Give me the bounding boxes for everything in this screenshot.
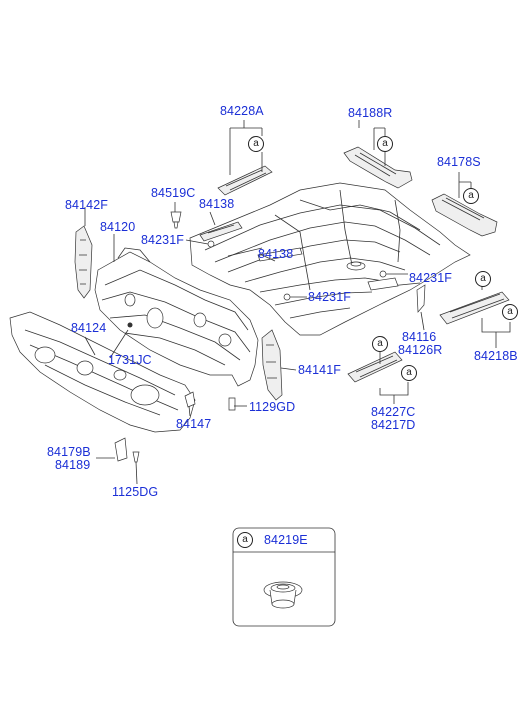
ref-mark-84218B-lower: a (502, 304, 518, 320)
ref-mark-84218B-upper: a (475, 271, 491, 287)
label-84219E[interactable]: 84219E (264, 533, 308, 547)
label-84124[interactable]: 84124 (71, 321, 107, 335)
label-84142F[interactable]: 84142F (65, 198, 108, 212)
label-84227C[interactable]: 84227C (371, 405, 416, 419)
ref-mark-detail: a (237, 532, 253, 548)
label-84189[interactable]: 84189 (55, 458, 91, 472)
ref-mark-84178S: a (463, 188, 479, 204)
label-84217D[interactable]: 84217D (371, 418, 416, 432)
label-1125DG[interactable]: 1125DG (112, 485, 159, 499)
label-84178S[interactable]: 84178S (437, 155, 481, 169)
grommet-84147 (184, 391, 196, 408)
screw-1125DG (132, 451, 140, 463)
dash-panel (94, 247, 259, 387)
side-pad-left (74, 225, 93, 299)
label-84126R[interactable]: 84126R (398, 343, 443, 357)
label-1731JC[interactable]: 1731JC (108, 353, 152, 367)
label-84179B[interactable]: 84179B (47, 445, 91, 459)
ref-mark-84188R: a (377, 136, 393, 152)
label-84138-upper[interactable]: 84138 (199, 197, 235, 211)
label-84231F-left[interactable]: 84231F (141, 233, 184, 247)
label-84218B[interactable]: 84218B (474, 349, 518, 363)
ref-mark-84228A: a (248, 136, 264, 152)
label-84228A[interactable]: 84228A (220, 104, 264, 118)
ref-mark-84227C-lower: a (401, 365, 417, 381)
label-84120[interactable]: 84120 (100, 220, 136, 234)
floor-pads (199, 146, 510, 383)
floor-panel (189, 182, 471, 336)
bracket-84116 (416, 284, 426, 313)
clip-84519C (170, 211, 182, 223)
ref-mark-84227C-upper: a (372, 336, 388, 352)
label-84231F-center[interactable]: 84231F (308, 290, 351, 304)
label-84138-center[interactable]: 84138 (258, 247, 294, 261)
dash-insulator (9, 311, 196, 433)
clip-84219E-drawing (263, 581, 303, 609)
detail-box (232, 527, 336, 627)
label-84116[interactable]: 84116 (402, 330, 437, 344)
bolt-1129GD (228, 397, 236, 411)
label-1129GD[interactable]: 1129GD (249, 400, 296, 414)
label-84231F-right[interactable]: 84231F (409, 271, 452, 285)
bracket-84179B (114, 437, 128, 462)
side-pad-right (261, 329, 283, 401)
label-84147[interactable]: 84147 (176, 417, 212, 431)
label-84188R[interactable]: 84188R (348, 106, 393, 120)
label-84141F[interactable]: 84141F (298, 363, 341, 377)
leader-lines (84, 120, 511, 485)
label-84519C[interactable]: 84519C (151, 186, 196, 200)
